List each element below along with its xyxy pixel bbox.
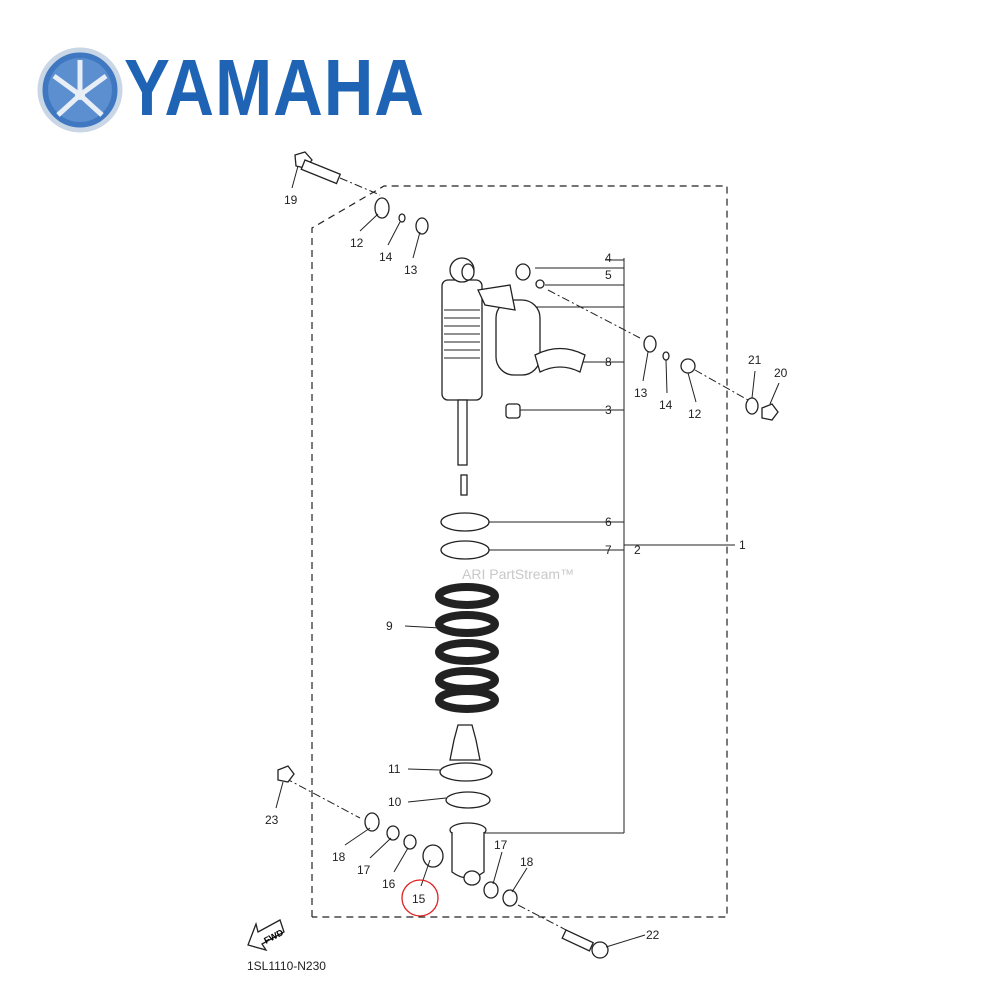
callout-21[interactable]: 21 (748, 353, 762, 367)
callout-10[interactable]: 10 (388, 795, 402, 809)
callout-1[interactable]: 1 (739, 538, 746, 552)
callouts: 19 12 14 13 4 5 8 3 13 14 12 21 20 6 7 2… (265, 193, 788, 942)
callout-20[interactable]: 20 (774, 366, 788, 380)
assembly-boundary (311, 185, 728, 918)
watermark: ARI PartStream™ (462, 566, 574, 582)
callout-23[interactable]: 23 (265, 813, 279, 827)
forward-direction-arrow-icon: FWD (247, 919, 285, 952)
callout-7[interactable]: 7 (605, 543, 612, 557)
shock-absorber-body (441, 257, 541, 496)
callout-5[interactable]: 5 (605, 268, 612, 282)
leader-lines (275, 165, 780, 948)
callout-18[interactable]: 18 (520, 855, 534, 869)
yamaha-logo-text: YAMAHA (124, 43, 425, 132)
callout-16[interactable]: 16 (382, 877, 396, 891)
callout-12[interactable]: 12 (350, 236, 364, 250)
callout-22[interactable]: 22 (646, 928, 660, 942)
yamaha-tuning-fork-logo-icon (37, 47, 123, 133)
callout-15[interactable]: 15 (412, 892, 426, 906)
highlight-callout-15 (401, 879, 439, 917)
spring-9 (435, 583, 499, 713)
callout-6[interactable]: 6 (605, 515, 612, 529)
callout-13[interactable]: 13 (634, 386, 648, 400)
callout-19[interactable]: 19 (284, 193, 298, 207)
callout-3[interactable]: 3 (605, 403, 612, 417)
lower-clevis (449, 822, 487, 886)
callout-17[interactable]: 17 (357, 863, 371, 877)
diagram-code: 1SL1110-N230 (247, 959, 326, 973)
callout-8[interactable]: 8 (605, 355, 612, 369)
callout-12[interactable]: 12 (688, 407, 702, 421)
callout-2[interactable]: 2 (634, 543, 641, 557)
bolt-19 (294, 151, 381, 196)
callout-9[interactable]: 9 (386, 619, 393, 633)
callout-17[interactable]: 17 (494, 838, 508, 852)
callout-13[interactable]: 13 (404, 263, 418, 277)
bracket-lines (485, 258, 735, 834)
callout-18[interactable]: 18 (332, 850, 346, 864)
callout-14[interactable]: 14 (379, 250, 393, 264)
callout-4[interactable]: 4 (605, 251, 612, 265)
callout-11[interactable]: 11 (388, 762, 401, 776)
callout-14[interactable]: 14 (659, 398, 673, 412)
